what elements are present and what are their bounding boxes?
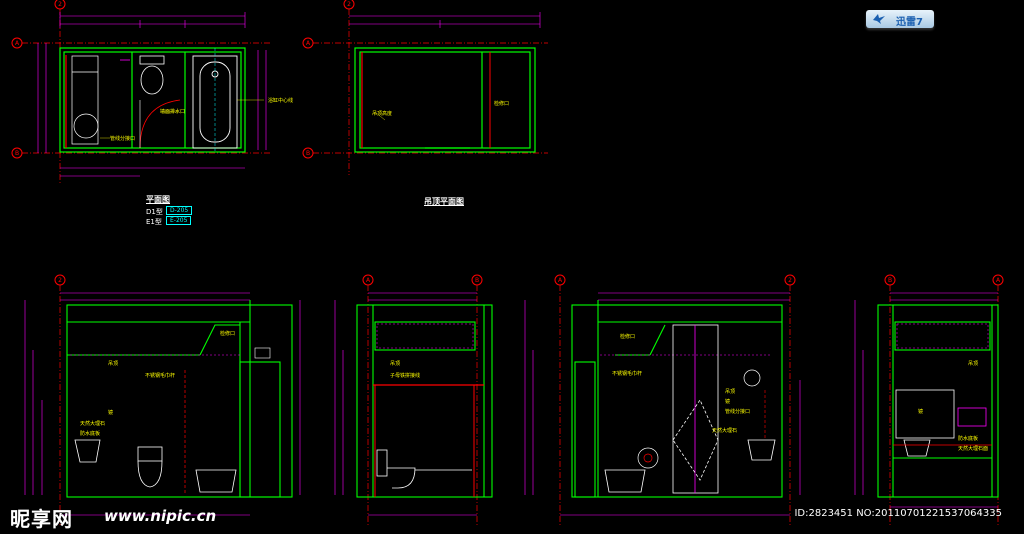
svg-text:B: B — [888, 277, 892, 284]
callout-tub-centerline: 浴缸中心线 — [268, 98, 294, 104]
callout-mirror-e1: 镜 — [108, 410, 114, 416]
callout-mirror-e3: 镜 — [725, 399, 731, 405]
svg-text:2: 2 — [58, 277, 62, 284]
callout-pipe-e3: 管线分接口 — [725, 409, 751, 415]
svg-text:2: 2 — [788, 277, 792, 284]
svg-text:A: A — [558, 277, 563, 284]
svg-text:2: 2 — [347, 1, 351, 8]
elevation-1: 2 — [24, 274, 301, 525]
callout-waterproof-e4: 防水底板 — [958, 436, 979, 442]
elevation-2: A B — [334, 274, 493, 525]
elevation-4: B A — [854, 274, 1004, 525]
bird-icon — [873, 14, 885, 24]
callout-marble: 天然大理石 — [80, 421, 106, 427]
callout-wall-drain: 墙面排水口 — [160, 109, 186, 115]
svg-text:B: B — [475, 277, 479, 284]
badge-label: 迅雷7 — [896, 17, 923, 28]
callout-ceiling-e4: 吊顶 — [968, 361, 979, 367]
grid-bubble-a-label: A — [15, 40, 20, 47]
image-id-text: ID:2823451 NO:20110701221537064335 — [794, 508, 1002, 519]
callout-access-e1: 检修口 — [220, 331, 236, 337]
plan-view: 2 A B — [11, 0, 270, 185]
callout-towel-bar-e3: 不锈钢毛巾杆 — [612, 371, 643, 377]
callout-access-panel: 检修口 — [494, 101, 510, 107]
callout-ceiling-e3: 吊顶 — [725, 389, 736, 395]
callout-towel-bar: 不锈钢毛巾杆 — [145, 373, 176, 379]
ceiling-plan-view: 2 A B — [302, 0, 548, 175]
callout-marble-e3: 天然大理石 — [712, 428, 738, 434]
plan-type-e1-ref: E-205 — [166, 216, 192, 225]
callout-waterproof: 防水底板 — [80, 431, 101, 437]
svg-text:A: A — [306, 40, 311, 47]
callout-joint-line: 子母铁拼接线 — [390, 373, 421, 379]
svg-text:A: A — [366, 277, 371, 284]
plan-title: 平面图 — [146, 195, 170, 204]
callout-marble-face-e4: 天然大理石面 — [958, 446, 989, 452]
watermark-url: www.nipic.cn — [104, 507, 217, 525]
thunder-download-badge[interactable]: 迅雷7 — [866, 10, 934, 28]
svg-text:B: B — [306, 150, 310, 157]
callout-pipe-junction: 管线分接口 — [110, 136, 136, 142]
watermark-brand: 昵享网 — [10, 507, 73, 531]
svg-text:A: A — [996, 277, 1001, 284]
plan-type-d1-label: D1型 — [146, 208, 163, 216]
plan-type-e1-label: E1型 — [146, 218, 162, 226]
callout-ceiling-e2: 吊顶 — [390, 361, 401, 367]
grid-bubble-2-label: 2 — [58, 1, 62, 8]
ceiling-plan-title: 吊顶平面图 — [424, 197, 464, 206]
callout-mirror-e4: 镜 — [918, 409, 924, 415]
callout-ceiling-e1: 吊顶 — [108, 361, 119, 367]
grid-bubble-b-label: B — [15, 150, 19, 157]
callout-access-e3: 检修口 — [620, 334, 636, 340]
plan-type-d1-ref: D-205 — [166, 206, 193, 215]
elevation-3: A 2 — [524, 274, 801, 525]
callout-ceiling-height: 吊顶高度 — [372, 111, 393, 117]
